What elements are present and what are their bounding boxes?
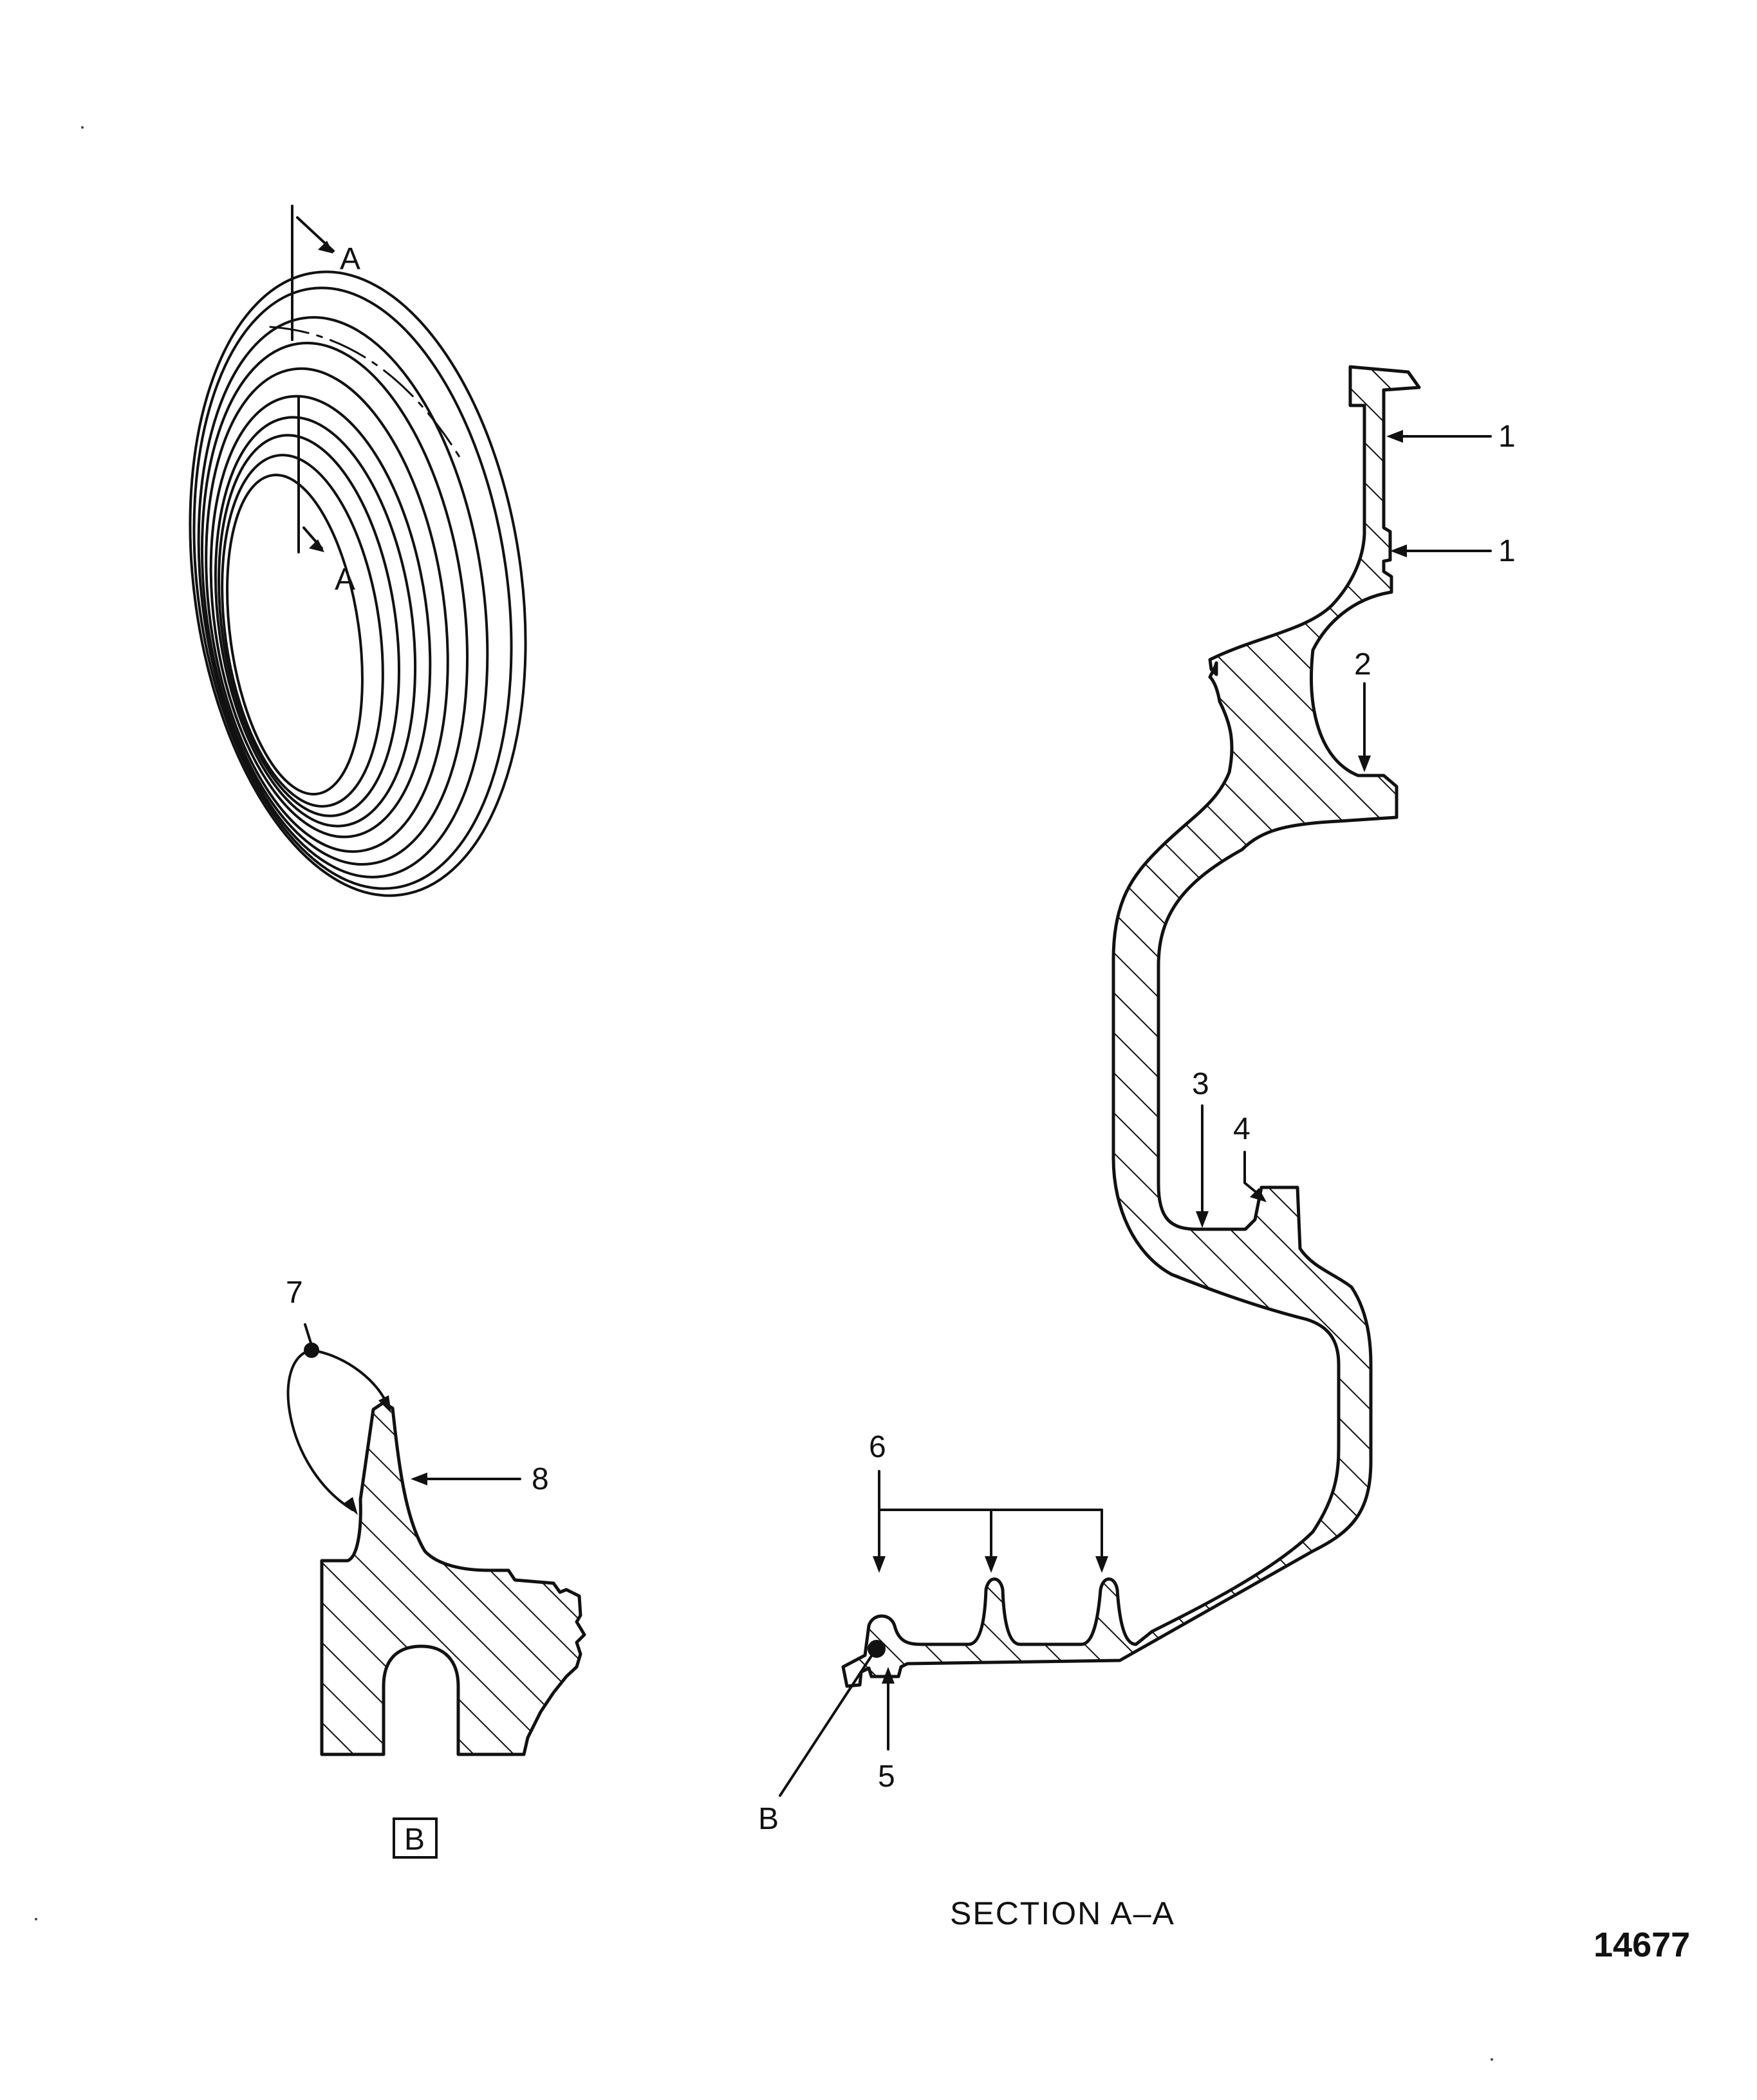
section-a-a-profile <box>841 365 1421 1688</box>
detail-b-box: B <box>393 1817 438 1859</box>
detail-box-label: B <box>404 1823 425 1857</box>
section-mark-lower: A <box>335 562 355 597</box>
callout-5: 5 <box>878 1667 895 1794</box>
callout-3: 3 <box>1192 1067 1209 1228</box>
section-cut-line: A A <box>291 205 360 597</box>
callout-4-label: 4 <box>1233 1112 1250 1146</box>
callout-6-label: 6 <box>869 1430 886 1464</box>
callout-4: 4 <box>1233 1112 1267 1202</box>
callout-1a-label: 1 <box>1498 420 1516 454</box>
callout-5-label: 5 <box>878 1760 895 1794</box>
callout-1-top: 1 <box>1386 420 1516 454</box>
callout-6: 6 <box>869 1430 1108 1573</box>
seal-isometric-view <box>189 270 527 897</box>
detail-b-profile <box>320 1401 586 1756</box>
detail-ref-label: B <box>758 1802 779 1836</box>
callout-2: 2 <box>1354 647 1371 772</box>
callout-8: 8 <box>411 1462 549 1496</box>
section-caption: SECTION A–A <box>950 1895 1175 1931</box>
callout-1-bottom: 1 <box>1390 534 1516 568</box>
callout-8-label: 8 <box>532 1462 549 1496</box>
callout-7: 7 <box>286 1276 391 1515</box>
figure-number: 14677 <box>1594 1926 1690 1964</box>
callout-7-label: 7 <box>286 1276 303 1310</box>
callout-2-label: 2 <box>1354 647 1371 682</box>
callout-1b-label: 1 <box>1498 534 1516 568</box>
callout-3-label: 3 <box>1192 1067 1209 1101</box>
callout-detail-b-ref: B <box>758 1640 886 1836</box>
section-mark-upper: A <box>340 242 360 276</box>
